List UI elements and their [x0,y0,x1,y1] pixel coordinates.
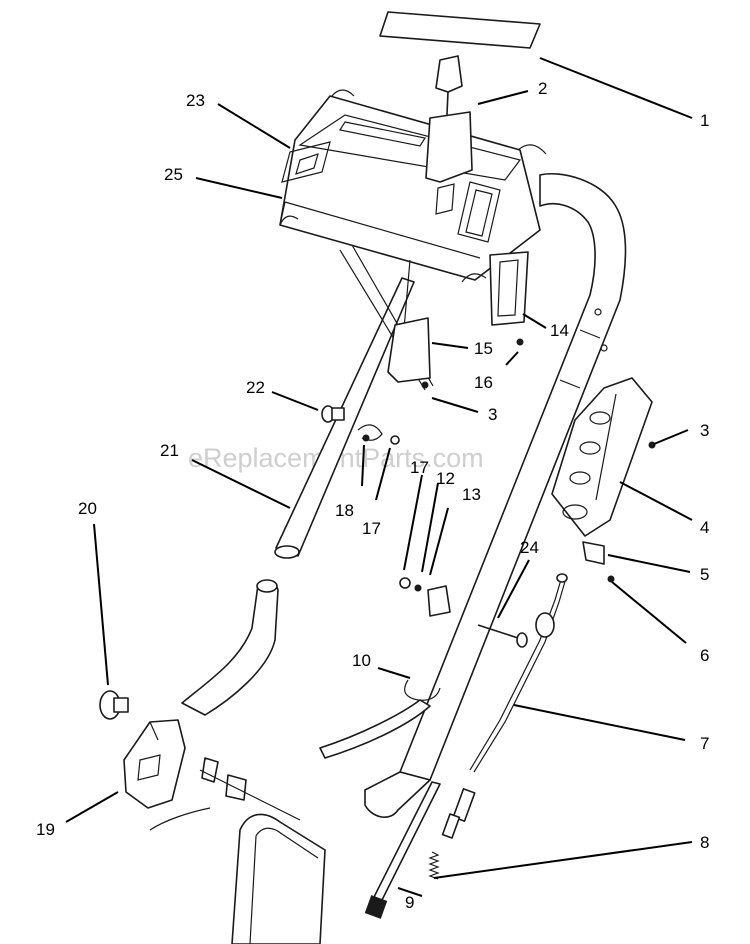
callout-20: 20 [78,499,97,518]
callout-7: 7 [700,734,709,753]
bolt-part [477,624,528,648]
rod-part [364,781,441,919]
callout-18: 18 [335,501,354,520]
shift-lever-part [425,55,473,215]
cable-guide-part [489,251,529,326]
callout-19: 19 [36,820,55,839]
cross-bracket [339,244,434,391]
callout-1: 1 [700,111,709,130]
callout-14: 14 [550,321,569,340]
leader-lines [65,57,693,897]
cable-part [441,573,568,839]
spring-part [428,851,440,880]
screw-3b [648,441,656,449]
callout-3a: 3 [488,405,497,424]
screw-3a [421,381,429,389]
callout-12: 12 [436,469,455,488]
callout-24: 24 [520,538,539,557]
callout-21: 21 [160,441,179,460]
control-panel [279,89,547,283]
callout-25: 25 [164,165,183,184]
right-handle-tube [364,173,627,818]
screw-16 [516,338,524,346]
knob-part [321,405,345,423]
callout-10: 10 [352,651,371,670]
callout-6: 6 [700,646,709,665]
deck-portion [149,769,326,944]
screw-part [607,575,615,583]
clip-part [582,541,605,565]
nut-block-part [399,577,451,617]
callout-23: 23 [186,91,205,110]
callout-13: 13 [462,485,481,504]
ring-clip-part [404,679,441,701]
callout-15: 15 [474,339,493,358]
callout-8: 8 [700,833,709,852]
callout-3b: 3 [700,421,709,440]
left-handle-tube [274,277,415,559]
callout-5: 5 [700,565,709,584]
decal-part [379,11,541,49]
callout-9: 9 [405,893,414,912]
bracket-plate-part [551,377,653,537]
lower-handle-tube [181,579,279,716]
callout-2: 2 [538,79,547,98]
callout-16: 16 [474,373,493,392]
callout-4: 4 [700,518,709,537]
callout-numbers: 1 2 23 25 14 15 16 22 3 3 21 17 12 13 18… [36,79,709,912]
lower-bracket [319,699,431,759]
callout-17a: 17 [410,458,429,477]
callout-22: 22 [246,378,265,397]
fastener-parts [357,424,400,445]
adjust-knob-part [99,690,129,720]
housing-part [123,719,219,809]
callout-17b: 17 [362,519,381,538]
